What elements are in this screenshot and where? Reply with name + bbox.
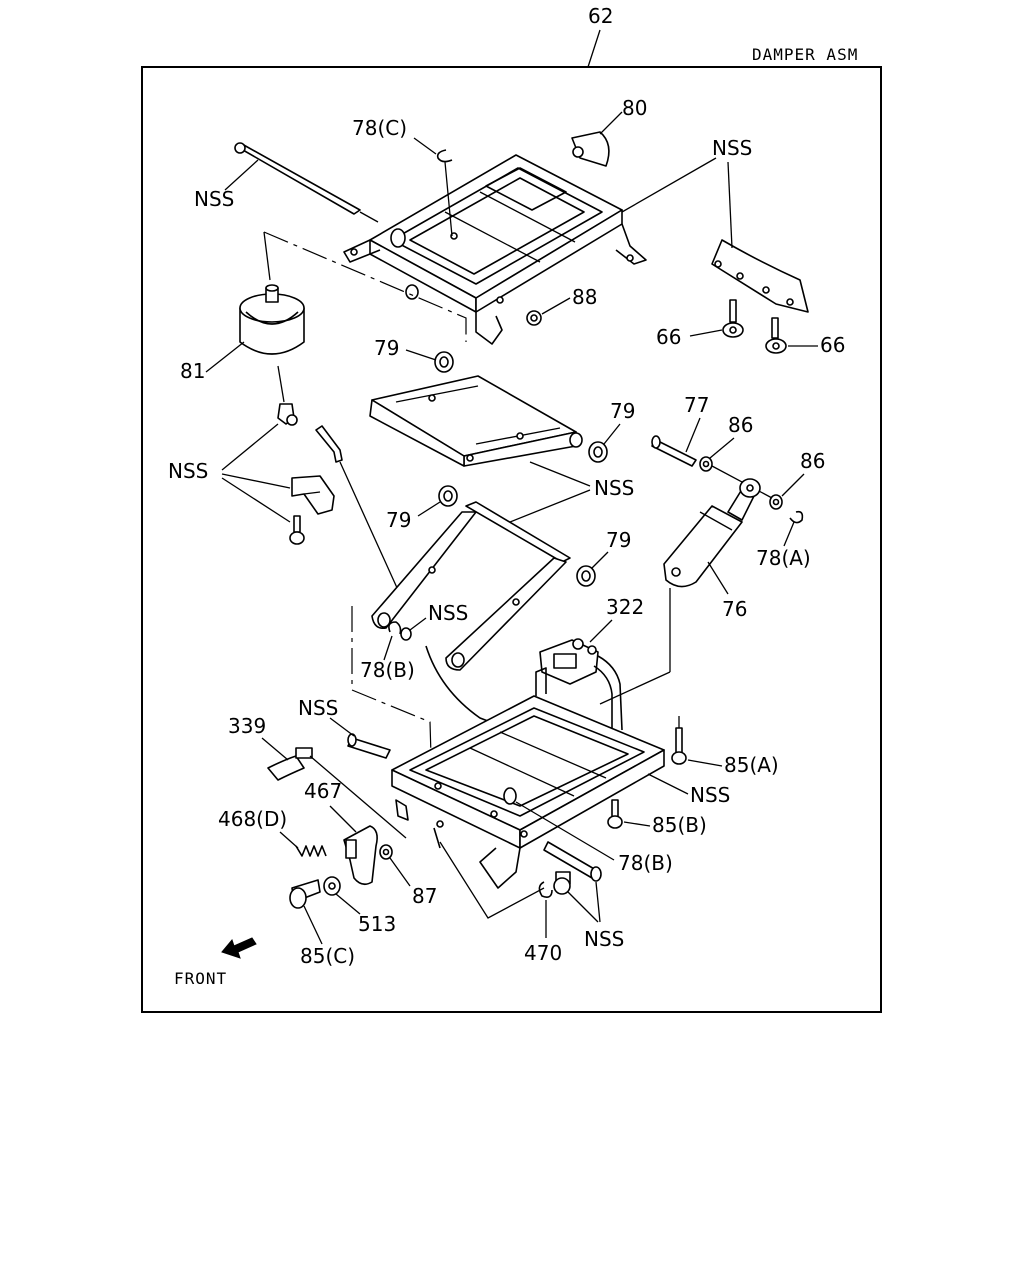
elbow-339 xyxy=(267,747,313,781)
pin-nss-small xyxy=(400,627,412,641)
label-79-d: 79 xyxy=(606,528,631,552)
pin-77 xyxy=(651,435,697,467)
label-77: 77 xyxy=(684,393,709,417)
washer-87 xyxy=(379,844,393,860)
label-78a: 78(A) xyxy=(756,546,811,570)
assembly-number: 62 xyxy=(588,4,613,28)
label-80: 80 xyxy=(622,96,647,120)
upper-seat-plate xyxy=(343,154,647,345)
guide-line-left-drop xyxy=(263,231,271,281)
label-66-b: 66 xyxy=(820,333,845,357)
label-79-c: 79 xyxy=(386,508,411,532)
label-85b: 85(B) xyxy=(652,813,707,837)
label-85c: 85(C) xyxy=(300,944,355,968)
label-78b-lower: 78(B) xyxy=(618,851,673,875)
label-79-b: 79 xyxy=(610,399,635,423)
label-nss-rod: NSS xyxy=(194,187,234,211)
bushing-79-b xyxy=(588,441,608,463)
washer-513 xyxy=(323,876,341,896)
clip-78b-upper xyxy=(388,621,402,635)
bolt-lower-nss xyxy=(553,871,571,895)
label-470: 470 xyxy=(524,941,562,965)
air-hose-upper xyxy=(315,425,343,463)
washer-86-a xyxy=(699,456,713,472)
label-76: 76 xyxy=(722,597,747,621)
air-spring-81 xyxy=(239,284,305,355)
bolt-85c xyxy=(289,879,321,909)
valve-322 xyxy=(539,638,623,740)
label-nss-bracket: NSS xyxy=(712,136,752,160)
ring-470 xyxy=(538,881,553,898)
label-322: 322 xyxy=(606,595,644,619)
lever-467 xyxy=(343,825,378,886)
diagram-frame xyxy=(141,66,882,1013)
label-81: 81 xyxy=(180,359,205,383)
label-79-a: 79 xyxy=(374,336,399,360)
assembly-number-leader xyxy=(587,29,601,68)
long-rod xyxy=(234,142,361,215)
part-78c-clip xyxy=(436,149,453,163)
front-arrow-icon xyxy=(221,937,257,959)
lower-scissor-arm xyxy=(371,501,571,671)
pin-lower-nss xyxy=(543,841,602,882)
label-nss-left: NSS xyxy=(168,459,208,483)
bolt-66-b xyxy=(765,317,787,354)
right-bracket xyxy=(711,239,809,313)
clip-78a xyxy=(789,510,804,524)
bolt-66-a xyxy=(722,299,744,338)
label-513: 513 xyxy=(358,912,396,936)
bracket-screw xyxy=(289,515,305,545)
hose-bracket xyxy=(291,475,335,515)
guide-line-upper xyxy=(263,231,467,342)
label-86-a: 86 xyxy=(728,413,753,437)
label-nss-shaft: NSS xyxy=(298,696,338,720)
spring-468d xyxy=(295,845,327,857)
label-86-b: 86 xyxy=(800,449,825,473)
front-label: FRONT xyxy=(174,969,227,988)
label-88: 88 xyxy=(572,285,597,309)
label-468d: 468(D) xyxy=(218,807,287,831)
label-66-a: 66 xyxy=(656,325,681,349)
bushing-79-c xyxy=(438,485,458,507)
air-fitting xyxy=(277,403,298,426)
label-85a: 85(A) xyxy=(724,753,779,777)
label-nss-mid: NSS xyxy=(594,476,634,500)
bolt-85a xyxy=(671,727,687,765)
washer-86-b xyxy=(769,494,783,510)
label-78c: 78(C) xyxy=(352,116,407,140)
damper-76 xyxy=(663,478,761,588)
label-nss-frame: NSS xyxy=(690,783,730,807)
assembly-title: DAMPER ASM xyxy=(752,45,858,64)
shaft-upper-nss xyxy=(347,733,391,759)
bushing-79-a xyxy=(434,351,454,373)
label-339: 339 xyxy=(228,714,266,738)
label-nss-bolt: NSS xyxy=(584,927,624,951)
part-80-pad xyxy=(571,131,610,167)
bolt-85b xyxy=(607,799,623,829)
nut-88 xyxy=(526,310,542,326)
label-nss-pin: NSS xyxy=(428,601,468,625)
lower-base-frame xyxy=(391,667,665,889)
label-87: 87 xyxy=(412,884,437,908)
label-78b-upper: 78(B) xyxy=(360,658,415,682)
upper-scissor-arm xyxy=(369,375,583,467)
bushing-79-d xyxy=(576,565,596,587)
label-467: 467 xyxy=(304,779,342,803)
